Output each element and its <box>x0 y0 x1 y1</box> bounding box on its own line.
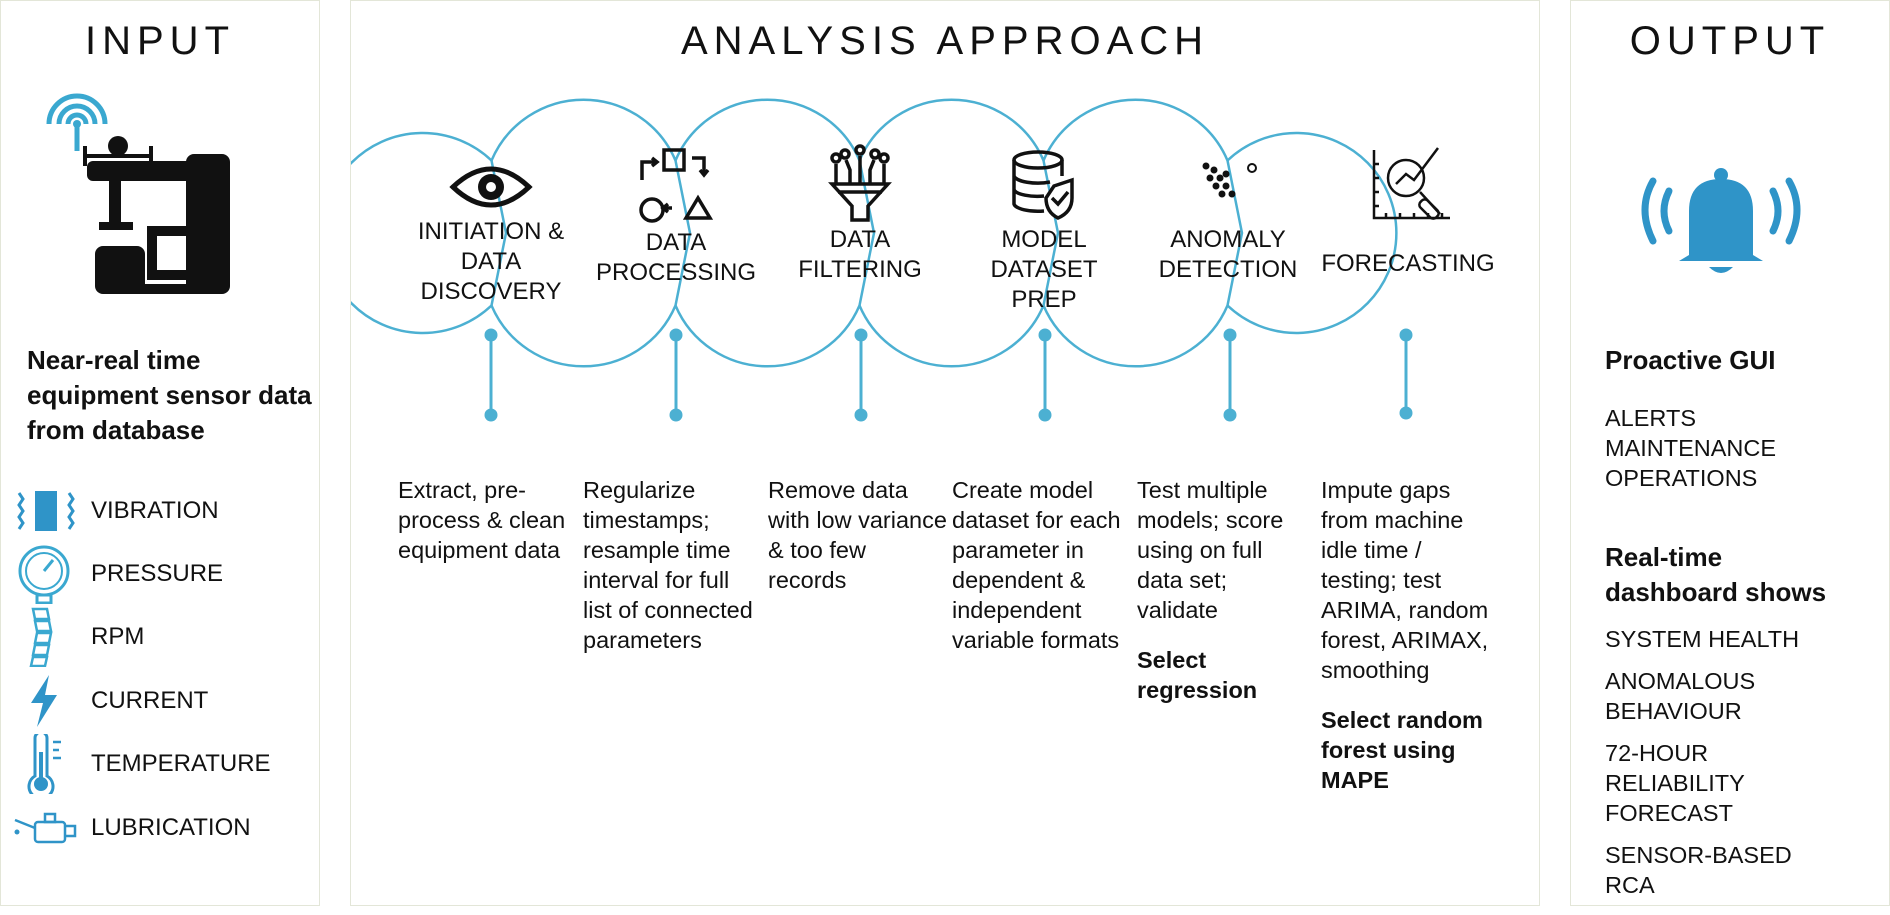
dashboard-item: ANOMALOUS BEHAVIOUR <box>1605 668 1756 724</box>
gui-items: ALERTS MAINTENANCE OPERATIONS <box>1605 405 1777 491</box>
dashboard-item: SYSTEM HEALTH <box>1605 626 1800 652</box>
step-label: FORECASTING <box>1321 250 1495 277</box>
dashboard-item: SENSOR-BASED RCA <box>1605 842 1792 898</box>
thermometer-icon <box>27 734 61 794</box>
shapes-process-icon <box>639 148 714 223</box>
eye-icon <box>449 166 533 208</box>
dashboard-heading: Real-time dashboard shows <box>1605 542 1827 607</box>
bell-icon <box>1641 168 1801 273</box>
step-circle <box>1042 98 1244 368</box>
step-circle <box>351 131 493 335</box>
output-panel: OUTPUT Proactive GUI ALERTS MAINTENANCE … <box>1570 0 1890 906</box>
sensor-row-current: CURRENT <box>11 671 311 731</box>
output-title: OUTPUT <box>1629 19 1831 63</box>
sensor-row-temperature: TEMPERATURE <box>11 734 311 794</box>
step-description: Test multiple models; score using on ful… <box>1137 475 1302 705</box>
oil-can-icon <box>14 812 77 844</box>
step-description: Impute gaps from machine idle time / tes… <box>1321 475 1501 795</box>
analysis-title: ANALYSIS APPROACH <box>680 19 1210 63</box>
step-circle <box>490 98 692 368</box>
step-label: INITIATION & DATA DISCOVERY <box>417 218 565 305</box>
process-flow <box>351 98 1450 422</box>
sensor-label: PRESSURE <box>91 560 224 587</box>
sensor-label: VIBRATION <box>91 497 219 524</box>
step-description: Regularize timestamps; resample time int… <box>583 477 753 653</box>
step-circle <box>1226 131 1398 335</box>
lightning-icon <box>31 675 57 727</box>
rpm-icon <box>29 607 53 667</box>
step-circle <box>858 98 1060 368</box>
pressure-gauge-icon <box>18 545 70 604</box>
step-label: DATA PROCESSING <box>595 229 757 286</box>
step-label: MODEL DATASET PREP <box>990 226 1098 313</box>
sensor-row-vibration: VIBRATION <box>11 481 311 541</box>
step-selection: Select random forest using MAPE <box>1321 707 1483 793</box>
dashboard-item: 72-HOUR RELIABILITY FORECAST <box>1605 740 1745 826</box>
sensor-machine-icon <box>46 93 230 294</box>
step-description: Remove data with low variance & too few … <box>768 477 947 593</box>
step-label: DATA FILTERING <box>798 226 922 283</box>
sensor-label: CURRENT <box>91 687 209 714</box>
sensor-label: RPM <box>91 623 145 650</box>
vibration-icon <box>17 491 75 531</box>
database-shield-icon <box>1012 150 1074 220</box>
step-description: Extract, pre-process & clean equipment d… <box>398 477 566 563</box>
input-panel: INPUT Near-real time equipment sensor da… <box>0 0 320 906</box>
funnel-icon <box>828 144 892 222</box>
scatter-dots-icon <box>1202 162 1257 198</box>
sensor-label: TEMPERATURE <box>91 750 271 777</box>
sensor-row-pressure: PRESSURE <box>11 544 311 604</box>
sensor-row-lubrication: LUBRICATION <box>11 798 311 858</box>
forecast-chart-icon <box>1372 147 1450 220</box>
step-description: Create model dataset for each parameter … <box>952 477 1121 653</box>
analysis-panel: ANALYSIS APPROACH <box>350 0 1540 906</box>
step-circle <box>674 98 876 368</box>
input-description: Near-real time equipment sensor data fro… <box>27 345 312 445</box>
step-label: ANOMALY DETECTION <box>1158 226 1298 283</box>
input-title: INPUT <box>85 19 235 63</box>
sensor-label: LUBRICATION <box>91 814 251 841</box>
gui-heading: Proactive GUI <box>1605 345 1776 375</box>
step-selection: Select regression <box>1137 647 1258 703</box>
sensor-row-rpm: RPM <box>11 607 311 667</box>
